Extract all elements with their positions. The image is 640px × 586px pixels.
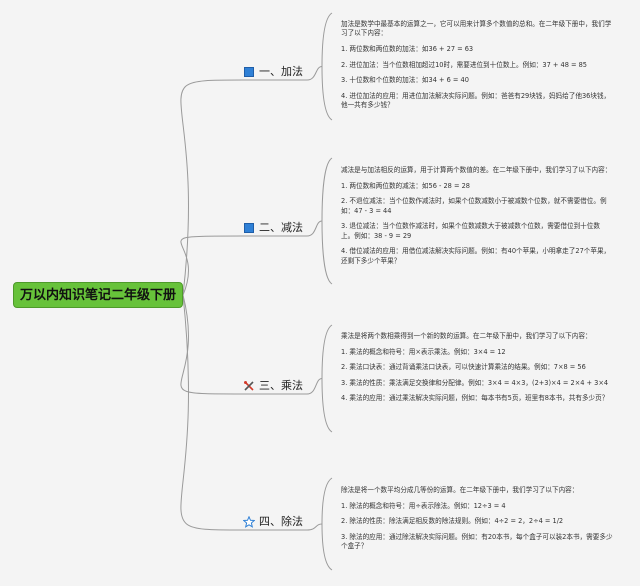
leaf-item[interactable]: 1. 两位数和两位数的加法：如36 + 27 = 63 <box>341 45 474 53</box>
leaf-item[interactable]: 2. 乘法口诀表：通过背诵乘法口诀表，可以快速计算乘法的结果。例如：7×8 = … <box>341 363 586 372</box>
branch-label: 一、加法 <box>259 65 303 78</box>
leaf-item[interactable]: 4. 乘法的应用：通过乘法解决实际问题，例如：每本书有5页，班里有8本书，共有多… <box>341 394 609 403</box>
leaf-item[interactable]: 3. 乘法的性质：乘法满足交换律和分配律。例如：3×4 = 4×3，(2+3)×… <box>341 378 609 387</box>
branch-topic-4[interactable]: 四、除法 <box>243 513 303 531</box>
leaf-item[interactable]: 2. 不退位减法：当个位数作减法时，如果个位数减数小于被减数个位数，就不需要借位… <box>341 197 607 215</box>
connector-branch-bracket-2 <box>306 220 323 237</box>
connector-root-branch-2 <box>180 235 244 296</box>
leaf-block-2: 减法是与加法相反的运算，用于计算两个数值的差。在二年级下册中，我们学习了以下内容… <box>341 166 613 272</box>
blue-square-icon <box>243 222 255 234</box>
leaf-item[interactable]: 1. 除法的概念和符号：用÷表示除法。例如：12÷3 = 4 <box>341 501 506 510</box>
leaf-item[interactable]: 3. 十位数和个位数的加法：如34 + 6 = 40 <box>341 76 469 85</box>
leaf-block-4: 除法是将一个数平均分成几等份的运算。在二年级下册中，我们学习了以下内容： 1. 除… <box>341 486 613 558</box>
leaf-item[interactable]: 4. 进位加法的应用：用进位加法解决实际问题。例如：爸爸有29块钱，妈妈给了他3… <box>341 91 611 110</box>
leaf-bracket-3 <box>321 324 333 433</box>
root-topic[interactable]: 万以内知识笔记二年级下册 <box>13 282 183 308</box>
branch-label: 三、乘法 <box>259 379 303 392</box>
branch-label: 二、减法 <box>259 221 303 234</box>
connector-root-branch-4 <box>180 294 244 531</box>
leaf-item[interactable]: 2. 进位加法：当个位数相加超过10时，需要进位到十位数上。例如：37 + 48… <box>341 60 588 69</box>
branch-topic-3[interactable]: 三、乘法 <box>243 377 303 395</box>
connector-root-branch-3 <box>180 294 244 395</box>
connector-branch-bracket-4 <box>306 523 323 531</box>
leaf-item[interactable]: 1. 两位数和两位数的减法：如56 - 28 = 28 <box>341 181 470 190</box>
leaf-item[interactable]: 2. 除法的性质：除法满足相反数的除法规则。例如：4÷2 = 2，2÷4 = 1… <box>341 517 564 526</box>
leaf-item[interactable]: 3. 除法的应用：通过除法解决实际问题。例如：有20本书，每个盒子可以装2本书，… <box>341 532 613 551</box>
leaf-item[interactable]: 乘法是将两个数相乘得到一个新的数的运算。在二年级下册中，我们学习了以下内容： <box>341 332 592 340</box>
branch-topic-2[interactable]: 二、减法 <box>243 219 303 237</box>
leaf-bracket-4 <box>321 477 333 571</box>
leaf-item[interactable]: 3. 退位减法：当个位数作减法时，如果个位数减数大于被减数个位数，需要借位到十位… <box>341 222 600 240</box>
leaf-bracket-1 <box>321 12 333 121</box>
blue-square-icon <box>243 66 255 78</box>
leaf-item[interactable]: 4. 借位减法的应用：用借位减法解决实际问题。例如：有40个苹果，小明拿走了27… <box>341 247 611 265</box>
leaf-item[interactable]: 1. 乘法的概念和符号：用×表示乘法。例如：3×4 = 12 <box>341 347 506 356</box>
branch-topic-1[interactable]: 一、加法 <box>243 63 303 81</box>
leaf-item[interactable]: 加法是数学中最基本的运算之一，它可以用来计算多个数值的总和。在二年级下册中，我们… <box>341 20 612 38</box>
connector-branch-bracket-1 <box>306 66 323 81</box>
branch-label: 四、除法 <box>259 515 303 528</box>
leaf-bracket-2 <box>321 157 333 285</box>
leaf-block-1: 加法是数学中最基本的运算之一，它可以用来计算多个数值的总和。在二年级下册中，我们… <box>341 20 613 117</box>
leaf-item[interactable]: 减法是与加法相反的运算，用于计算两个数值的差。在二年级下册中，我们学习了以下内容… <box>341 166 612 174</box>
connector-branch-bracket-3 <box>306 378 323 395</box>
leaf-block-3: 乘法是将两个数相乘得到一个新的数的运算。在二年级下册中，我们学习了以下内容： 1.… <box>341 332 613 410</box>
leaf-item[interactable]: 除法是将一个数平均分成几等份的运算。在二年级下册中，我们学习了以下内容： <box>341 486 579 494</box>
star-icon <box>243 516 255 528</box>
crossed-tools-icon <box>243 380 255 392</box>
connector-root-branch-1 <box>180 79 244 296</box>
